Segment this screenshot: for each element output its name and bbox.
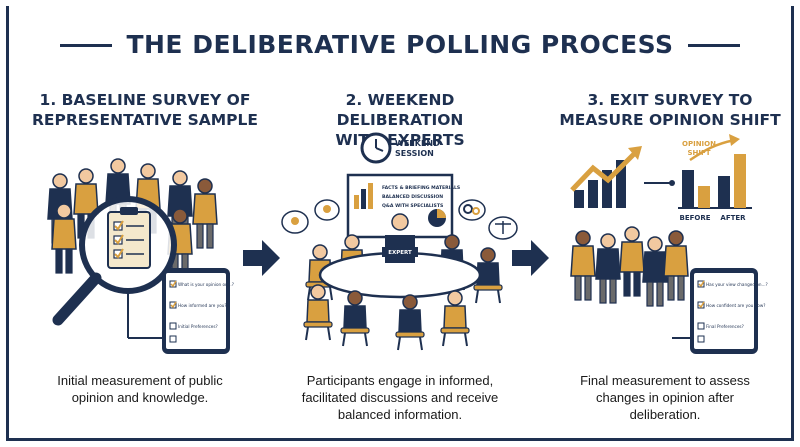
page-title: THE DELIBERATIVE POLLING PROCESS xyxy=(112,30,688,59)
clock-icon xyxy=(360,132,392,164)
discussion-table xyxy=(303,213,503,351)
clock-label-line1: WEEKEND xyxy=(395,139,440,148)
step1-tablet xyxy=(162,268,230,354)
step1-tablet-q2: How informed are you? xyxy=(178,303,227,308)
step3-tablet-q2: How confident are you now? xyxy=(706,303,765,308)
step1-heading-line1: 1. BASELINE SURVEY OF xyxy=(39,91,251,109)
scales-bubble-icon xyxy=(488,216,518,240)
step3-caption-line3: deliberation. xyxy=(629,407,701,422)
outer-frame xyxy=(6,6,794,441)
step2-caption: Participants engage in informed, facilit… xyxy=(288,372,512,423)
step3-tablet-q1: Has your view changed on...? xyxy=(706,282,768,287)
trend-up-icon xyxy=(570,146,642,208)
expert-label: EXPERT xyxy=(388,250,412,256)
step3-heading: 3. EXIT SURVEY TO MEASURE OPINION SHIFT xyxy=(555,90,785,130)
step1-tablet-q1: What is your opinion on...? xyxy=(178,282,234,287)
step2-heading-line1: 2. WEEKEND DELIBERATION xyxy=(336,91,464,129)
step1-caption-line2: opinion and knowledge. xyxy=(71,390,209,405)
magnifier-icon xyxy=(52,196,177,326)
board-item-2: BALANCED DISCUSSION xyxy=(382,194,443,200)
step3-tablet-q3: Final Preferences? xyxy=(706,324,744,329)
step2-caption-line1: Participants engage in informed, xyxy=(306,373,494,388)
opinion-shift-label-line2: SHIFT xyxy=(687,149,710,157)
step2-caption-line3: balanced information. xyxy=(337,407,463,422)
opinion-shift-chart xyxy=(678,134,752,209)
after-label: AFTER xyxy=(720,214,746,222)
board-item-3: Q&A WITH SPECIALISTS xyxy=(382,203,443,209)
step3-crowd xyxy=(570,226,689,307)
step1-caption: Initial measurement of public opinion an… xyxy=(40,372,240,406)
step3-caption-line1: Final measurement to assess xyxy=(580,373,750,388)
step1-heading-line2: REPRESENTATIVE SAMPLE xyxy=(31,111,259,129)
title-row: THE DELIBERATIVE POLLING PROCESS xyxy=(0,30,800,60)
lightbulb-bubble-icon-2 xyxy=(314,199,340,221)
arrow-step2-to-step3 xyxy=(512,240,549,276)
opinion-shift-label-line1: OPINION xyxy=(682,140,716,148)
step2-caption-line2: facilitated discussions and receive xyxy=(301,390,499,405)
step3-heading-line2: MEASURE OPINION SHIFT xyxy=(559,111,781,129)
gears-bubble-icon xyxy=(458,199,486,221)
step3-tablet xyxy=(690,268,758,354)
arrow-step1-to-step2 xyxy=(243,240,280,276)
step3-heading-line1: 3. EXIT SURVEY TO xyxy=(587,91,753,109)
step3-caption: Final measurement to assess changes in o… xyxy=(565,372,765,423)
lightbulb-bubble-icon xyxy=(281,210,309,234)
before-label: BEFORE xyxy=(679,214,710,222)
step3-caption-line2: changes in opinion after xyxy=(595,390,735,405)
clock-label-line2: SESSION xyxy=(395,149,434,158)
step1-caption-line1: Initial measurement of public xyxy=(57,373,223,388)
step1-heading: 1. BASELINE SURVEY OF REPRESENTATIVE SAM… xyxy=(30,90,260,130)
board-item-1: FACTS & BRIEFING MATERIALS xyxy=(382,185,460,191)
step1-tablet-q3: Initial Preferences? xyxy=(178,324,218,329)
